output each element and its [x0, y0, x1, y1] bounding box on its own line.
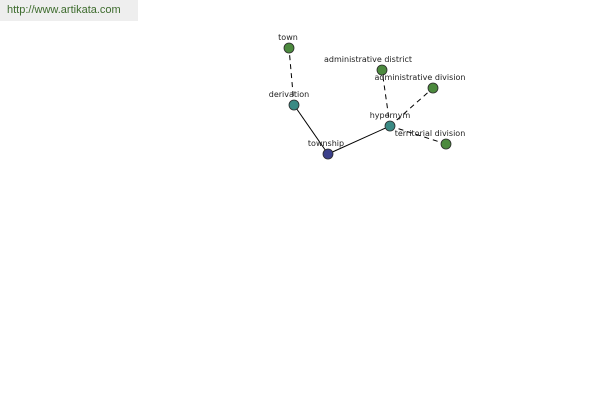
edge-township-to-derivation	[293, 104, 329, 155]
node-label-town[interactable]: town	[278, 33, 298, 42]
edge-derivation-to-town	[288, 47, 295, 106]
edge-township-to-hypernym	[327, 125, 391, 155]
node-label-derivation[interactable]: derivation	[269, 90, 309, 99]
edge-layer	[288, 47, 447, 155]
node-hypernym[interactable]	[384, 120, 396, 132]
node-label-administrative-division[interactable]: administrative division	[375, 73, 466, 82]
edge-hypernym-to-administrative-division	[389, 87, 434, 127]
node-town[interactable]	[283, 42, 295, 54]
site-url-label: http://www.artikata.com	[0, 0, 138, 21]
node-territorial-division[interactable]	[440, 138, 452, 150]
label-layer: township derivation hypernym town administra…	[269, 33, 466, 148]
node-township[interactable]	[322, 148, 334, 160]
node-label-hypernym[interactable]: hypernym	[370, 111, 411, 120]
edge-hypernym-to-administrative-district	[381, 69, 391, 127]
node-label-territorial-division[interactable]: territorial division	[395, 129, 466, 138]
node-administrative-district[interactable]	[376, 64, 388, 76]
node-layer	[283, 42, 452, 160]
edge-hypernym-to-territorial-division	[389, 125, 447, 145]
node-label-township[interactable]: township	[308, 139, 344, 148]
node-administrative-division[interactable]	[427, 82, 439, 94]
node-derivation[interactable]	[288, 99, 300, 111]
node-label-administrative-district[interactable]: administrative district	[324, 55, 412, 64]
